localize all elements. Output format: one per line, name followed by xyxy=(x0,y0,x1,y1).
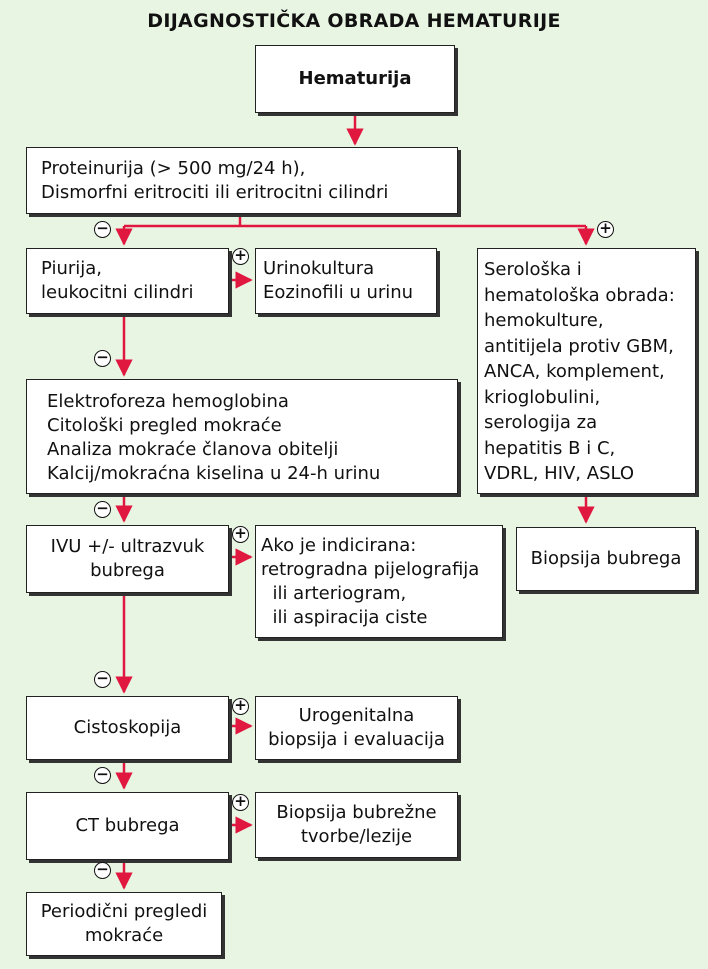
minus-sign: − xyxy=(94,501,111,518)
proteinurija-box: Proteinurija (> 500 mg/24 h), Dismorfni … xyxy=(26,147,458,214)
biopsija-bubrega-box: Biopsija bubrega xyxy=(516,527,696,591)
ako-je-indicirana-box: Ako je indicirana: retrogradna pijelogra… xyxy=(255,525,503,638)
urinokultura-box: Urinokultura Eozinofili u urinu xyxy=(255,248,437,314)
ct-bubrega-box: CT bubrega xyxy=(26,792,229,860)
hematurija-box: Hematurija xyxy=(255,45,455,113)
plus-sign: + xyxy=(232,698,249,715)
minus-sign: − xyxy=(94,767,111,784)
minus-sign: − xyxy=(94,221,111,238)
urogenitalna-box: Urogenitalna biopsija i evaluacija xyxy=(255,696,458,760)
periodicni-pregledi-box: Periodični pregledi mokraće xyxy=(26,892,222,956)
biopsija-tvorbe-box: Biopsija bubrežne tvorbe/lezije xyxy=(255,792,458,858)
plus-sign: + xyxy=(232,794,249,811)
cistoskopija-box: Cistoskopija xyxy=(26,696,229,760)
elektroforeza-box: Elektroforeza hemoglobina Citološki preg… xyxy=(26,379,458,494)
serologija-box: Serološka i hematološka obrada: hemokult… xyxy=(477,248,696,494)
minus-sign: − xyxy=(94,671,111,688)
diagram-title: DIJAGNOSTIČKA OBRADA HEMATURIJE xyxy=(147,10,561,32)
minus-sign: − xyxy=(94,862,111,879)
plus-sign: + xyxy=(232,526,249,543)
minus-sign: − xyxy=(94,350,111,367)
piurija-box: Piurija, leukocitni cilindri xyxy=(26,248,229,314)
plus-sign: + xyxy=(597,221,614,238)
plus-sign: + xyxy=(232,248,249,265)
ivu-box: IVU +/- ultrazvuk bubrega xyxy=(26,525,229,593)
